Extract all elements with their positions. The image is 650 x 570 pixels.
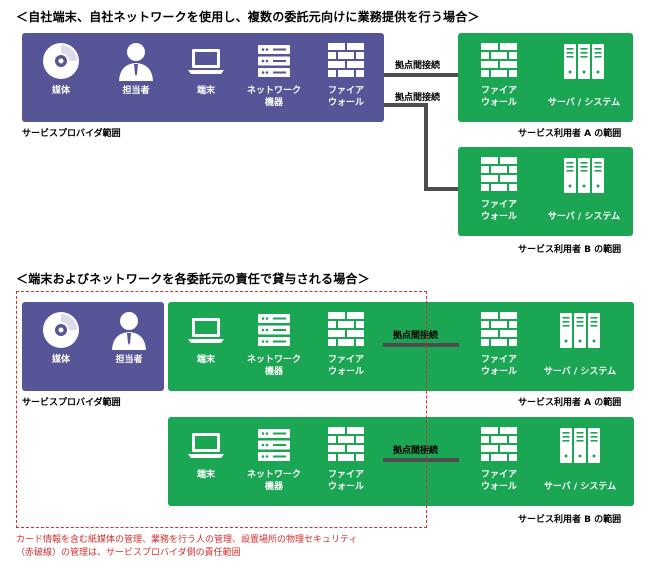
person-icon [112,312,146,350]
provider-scope-caption-top: サービスプロバイダ範囲 [22,129,121,139]
user-a-server-node-bottom: サーバ / システム [540,310,620,380]
user-b-box-top: ファイア ウォール サーバ / システム [458,147,633,236]
user-a-firewall-node-right: ファイア ウォール [471,310,527,380]
user-a-box-top: ファイア ウォール サーバ / システム [458,33,633,122]
bottom-section-heading: ＜端末およびネットワークを各委託元の責任で貸与される場合＞ [16,272,370,286]
user-a-firewall-node: ファイア ウォール [471,41,527,111]
user-a-firewall-label-left: ファイア ウォール [327,355,364,377]
firewall-icon [481,312,517,346]
firewall-icon [328,43,364,77]
user-b-terminal-label: 端末 [196,470,215,480]
link-label-b: 拠点間接続 [395,93,441,103]
user-b-network-label: ネットワーク 機器 [246,470,301,492]
media-label-bottom: 媒体 [51,355,70,365]
user-a-box-bottom: 端末 ネットワーク 機器 ファイア ウォール 拠点間接続 [168,302,634,391]
user-a-network-node: ネットワーク 機器 [246,310,302,380]
user-b-scope-caption-top: サービス利用者 B の範囲 [518,245,622,255]
network-label: ネットワーク 機器 [246,86,301,108]
link-line-a [384,73,458,77]
link-line-b-end [424,187,458,191]
person-icon [119,43,153,81]
user-a-scope-caption-bottom: サービス利用者 A の範囲 [518,398,622,408]
user-b-firewall-node-left: ファイア ウォール [318,425,374,495]
physical-security-boundary [16,291,427,528]
user-a-firewall-node-left: ファイア ウォール [318,310,374,380]
user-a-terminal-label: 端末 [196,355,215,365]
user-b-server-label: サーバ / システム [547,212,621,222]
firewall-icon [481,157,517,191]
provider-box-bottom: 媒体 担当者 [22,302,164,391]
laptop-icon [188,318,224,343]
firewall-icon [328,427,364,461]
responsibility-note: カード情報を含む紙媒体の管理、業務を行う人の管理、設置場所の物理セキュリティ （… [16,535,358,558]
network-device-icon [258,314,290,346]
top-section-heading: ＜自社端末、自社ネットワークを使用し、複数の委託元向けに業務提供を行う場合＞ [16,10,480,24]
terminal-label: 端末 [196,86,215,96]
user-b-server-node: サーバ / システム [544,155,624,225]
firewall-label: ファイア ウォール [327,86,364,108]
user-a-server-label: サーバ / システム [547,98,621,108]
user-a-server-label-bottom: サーバ / システム [543,367,617,377]
user-a-network-label: ネットワーク 機器 [246,355,301,377]
media-label: 媒体 [51,86,70,96]
user-b-link-line [383,458,459,462]
network-device-icon [258,45,290,77]
user-b-firewall-node-right: ファイア ウォール [471,425,527,495]
network-node: ネットワーク 機器 [246,41,302,111]
manager-node: 担当者 [108,41,164,111]
manager-node-bottom: 担当者 [101,310,157,380]
user-a-scope-caption-top: サービス利用者 A の範囲 [518,129,622,139]
network-device-icon [258,429,290,461]
terminal-node: 端末 [178,41,234,111]
server-icon [564,44,604,79]
firewall-node: ファイア ウォール [318,41,374,111]
server-icon [560,428,600,463]
user-a-firewall-label: ファイア ウォール [480,86,517,108]
provider-box-top: 媒体 担当者 端末 ネットワーク 機器 [22,33,384,122]
user-a-link-label: 拠点間接続 [393,331,439,341]
firewall-icon [481,43,517,77]
user-a-server-node: サーバ / システム [544,41,624,111]
user-b-server-node-bottom: サーバ / システム [540,425,620,495]
disc-icon [43,43,79,79]
laptop-icon [188,49,224,74]
user-b-box-bottom: 端末 ネットワーク 機器 ファイア ウォール 拠点間接続 [168,417,634,506]
user-b-network-node: ネットワーク 機器 [246,425,302,495]
firewall-icon [328,312,364,346]
link-line-b-horizontal [384,103,428,107]
user-b-firewall-label-right: ファイア ウォール [480,470,517,492]
user-b-terminal-node: 端末 [178,425,234,495]
manager-label-bottom: 担当者 [115,355,143,365]
user-a-firewall-label-right: ファイア ウォール [480,355,517,377]
link-line-b-vertical [424,103,428,191]
manager-label: 担当者 [122,86,150,96]
server-icon [564,158,604,193]
user-b-firewall-node: ファイア ウォール [471,155,527,225]
server-icon [560,313,600,348]
provider-scope-caption-bottom: サービスプロバイダ範囲 [22,398,121,408]
user-b-firewall-label-left: ファイア ウォール [327,470,364,492]
user-b-link-label: 拠点間接続 [393,446,439,456]
media-node: 媒体 [33,41,89,111]
user-b-scope-caption-bottom: サービス利用者 B の範囲 [518,515,622,525]
link-label-a: 拠点間接続 [395,61,441,71]
user-b-server-label-bottom: サーバ / システム [543,482,617,492]
firewall-icon [481,427,517,461]
laptop-icon [188,433,224,458]
user-a-terminal-node: 端末 [178,310,234,380]
media-node-bottom: 媒体 [33,310,89,380]
user-b-firewall-label: ファイア ウォール [480,200,517,222]
disc-icon [43,312,79,348]
user-a-link-line [383,343,459,347]
